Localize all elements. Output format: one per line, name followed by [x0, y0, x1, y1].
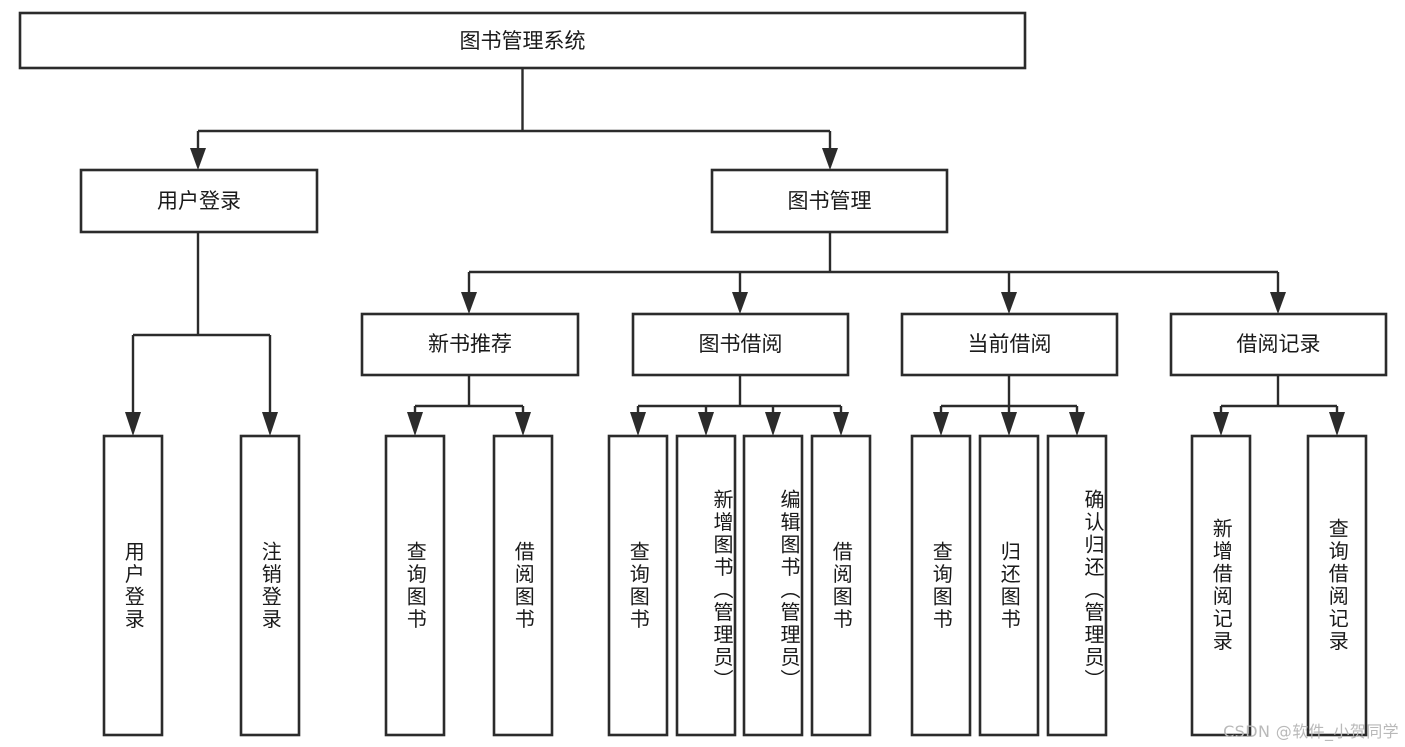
- connector-group-newbook: [407, 375, 531, 436]
- arrow-head-leaf-r1: [1213, 412, 1229, 436]
- arrow-head-borrowrecord: [1270, 292, 1286, 314]
- node-box-leaf-add-book-admin[interactable]: [675, 434, 737, 737]
- node-box-leaf-borrow-book-1[interactable]: [492, 434, 554, 737]
- arrow-head-leaf-b3: [765, 412, 781, 436]
- node-box-book-management[interactable]: [710, 168, 949, 234]
- node-label-root: 图书管理系统: [460, 29, 586, 53]
- node-box-leaf-add-borrow-record[interactable]: [1190, 434, 1252, 737]
- arrow-head-leaf-r2: [1329, 412, 1345, 436]
- arrow-head-leaf-c2: [1001, 412, 1017, 436]
- arrow-head-leaf-c3: [1069, 412, 1085, 436]
- node-box-leaf-logout[interactable]: [239, 434, 301, 737]
- node-box-leaf-return-book[interactable]: [978, 434, 1040, 737]
- node-box-book-borrow[interactable]: [631, 312, 850, 377]
- node-box-current-borrow[interactable]: [900, 312, 1119, 377]
- node-box-leaf-user-login[interactable]: [102, 434, 164, 737]
- watermark-text: CSDN @软件_小贺同学: [1223, 722, 1399, 741]
- connector-group-bookborrow: [630, 375, 849, 436]
- arrow-head-leaf-u1: [125, 412, 141, 436]
- connector-group-bookmgmt: [461, 232, 1286, 314]
- arrow-head-leaf-c1: [933, 412, 949, 436]
- node-box-root[interactable]: [18, 11, 1027, 70]
- arrow-head-bookborrow: [732, 292, 748, 314]
- connector-group-borrowrecord: [1213, 375, 1345, 436]
- node-box-leaf-query-borrow-record[interactable]: [1306, 434, 1368, 737]
- connector-group-currentborrow: [933, 375, 1085, 436]
- arrow-head-userlogin: [190, 148, 206, 170]
- arrow-head-leaf-b4: [833, 412, 849, 436]
- node-box-leaf-query-book-3[interactable]: [910, 434, 972, 737]
- arrow-head-bookmgmt: [822, 148, 838, 170]
- arrow-head-leaf-u2: [262, 412, 278, 436]
- node-box-leaf-query-book-2[interactable]: [607, 434, 669, 737]
- node-box-leaf-query-book-1[interactable]: [384, 434, 446, 737]
- arrow-head-newbook: [461, 292, 477, 314]
- node-box-leaf-confirm-return-admin[interactable]: [1046, 434, 1108, 737]
- connector-group-userlogin: [125, 232, 278, 436]
- node-box-user-login[interactable]: [79, 168, 319, 234]
- node-box-leaf-borrow-book-2[interactable]: [810, 434, 872, 737]
- arrow-head-currentborrow: [1001, 292, 1017, 314]
- node-label-user-login: 用户登录: [157, 189, 241, 213]
- node-box-leaf-edit-book-admin[interactable]: [742, 434, 804, 737]
- arrow-head-leaf-b1: [630, 412, 646, 436]
- node-label-new-book-recommend: 新书推荐: [428, 332, 512, 356]
- connector-group-root: [190, 68, 838, 170]
- node-label-borrow-record: 借阅记录: [1237, 332, 1321, 356]
- node-label-current-borrow: 当前借阅: [968, 332, 1052, 356]
- node-label-book-management: 图书管理: [788, 189, 872, 213]
- node-label-book-borrow: 图书借阅: [699, 332, 783, 356]
- node-box-new-book-recommend[interactable]: [360, 312, 580, 377]
- arrow-head-leaf-n2: [515, 412, 531, 436]
- node-box-borrow-record[interactable]: [1169, 312, 1388, 377]
- arrow-head-leaf-b2: [698, 412, 714, 436]
- arrow-head-leaf-n1: [407, 412, 423, 436]
